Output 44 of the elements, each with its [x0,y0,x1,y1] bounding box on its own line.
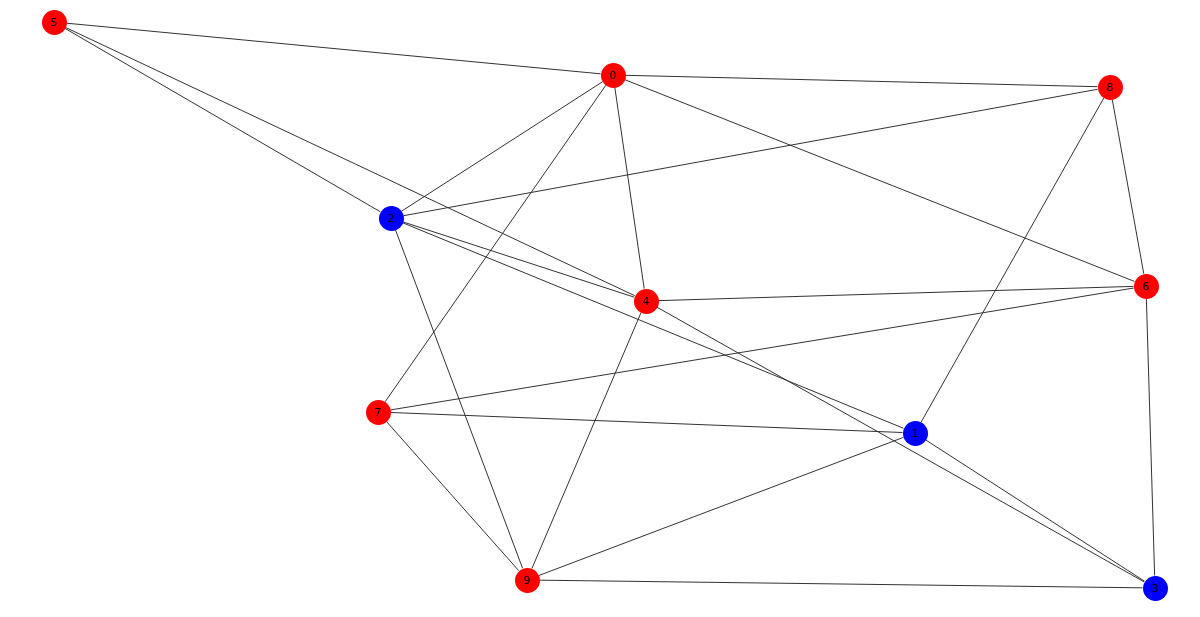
node-label: 9 [523,573,531,587]
edge-line [925,439,1145,582]
graph-node [902,420,928,446]
edge-line [920,97,1105,423]
graph-node [1133,273,1159,299]
node-label: 5 [50,15,58,29]
node-label: 2 [387,211,395,225]
edge-line [614,86,645,290]
edge-line [64,27,381,213]
edge-line [402,221,635,298]
edge-line [624,79,1135,282]
graph-node [633,288,659,314]
edge-line [539,579,1143,589]
edge-line [394,229,524,569]
graph-node [1142,575,1168,601]
edge-line [389,287,1135,411]
node-label: 1 [911,426,919,440]
node-label: 4 [642,294,650,308]
edge-line [401,81,603,212]
edge-line [625,74,1098,88]
edge-line [385,420,520,572]
edge-line [402,222,904,429]
graph-node [378,205,404,231]
node-label: 3 [1151,581,1159,595]
edge-line [390,412,903,433]
edge-line [384,84,607,403]
node-label: 7 [374,405,382,419]
graph-node [600,62,626,88]
graph-node [365,399,391,425]
edge-line [402,88,1099,217]
edge-line [1111,98,1145,275]
edge-line [1145,298,1156,576]
node-label: 8 [1106,80,1114,94]
edge-line [531,312,642,569]
edge-line [658,285,1134,302]
node-label: 0 [609,68,617,82]
graph-node [514,567,540,593]
edge-line [65,22,602,75]
graph-node [41,9,67,35]
edge-line [64,26,636,297]
edge-line [538,436,904,577]
edge-line [656,306,1145,583]
node-label: 6 [1142,279,1150,293]
graph-node [1097,74,1123,100]
